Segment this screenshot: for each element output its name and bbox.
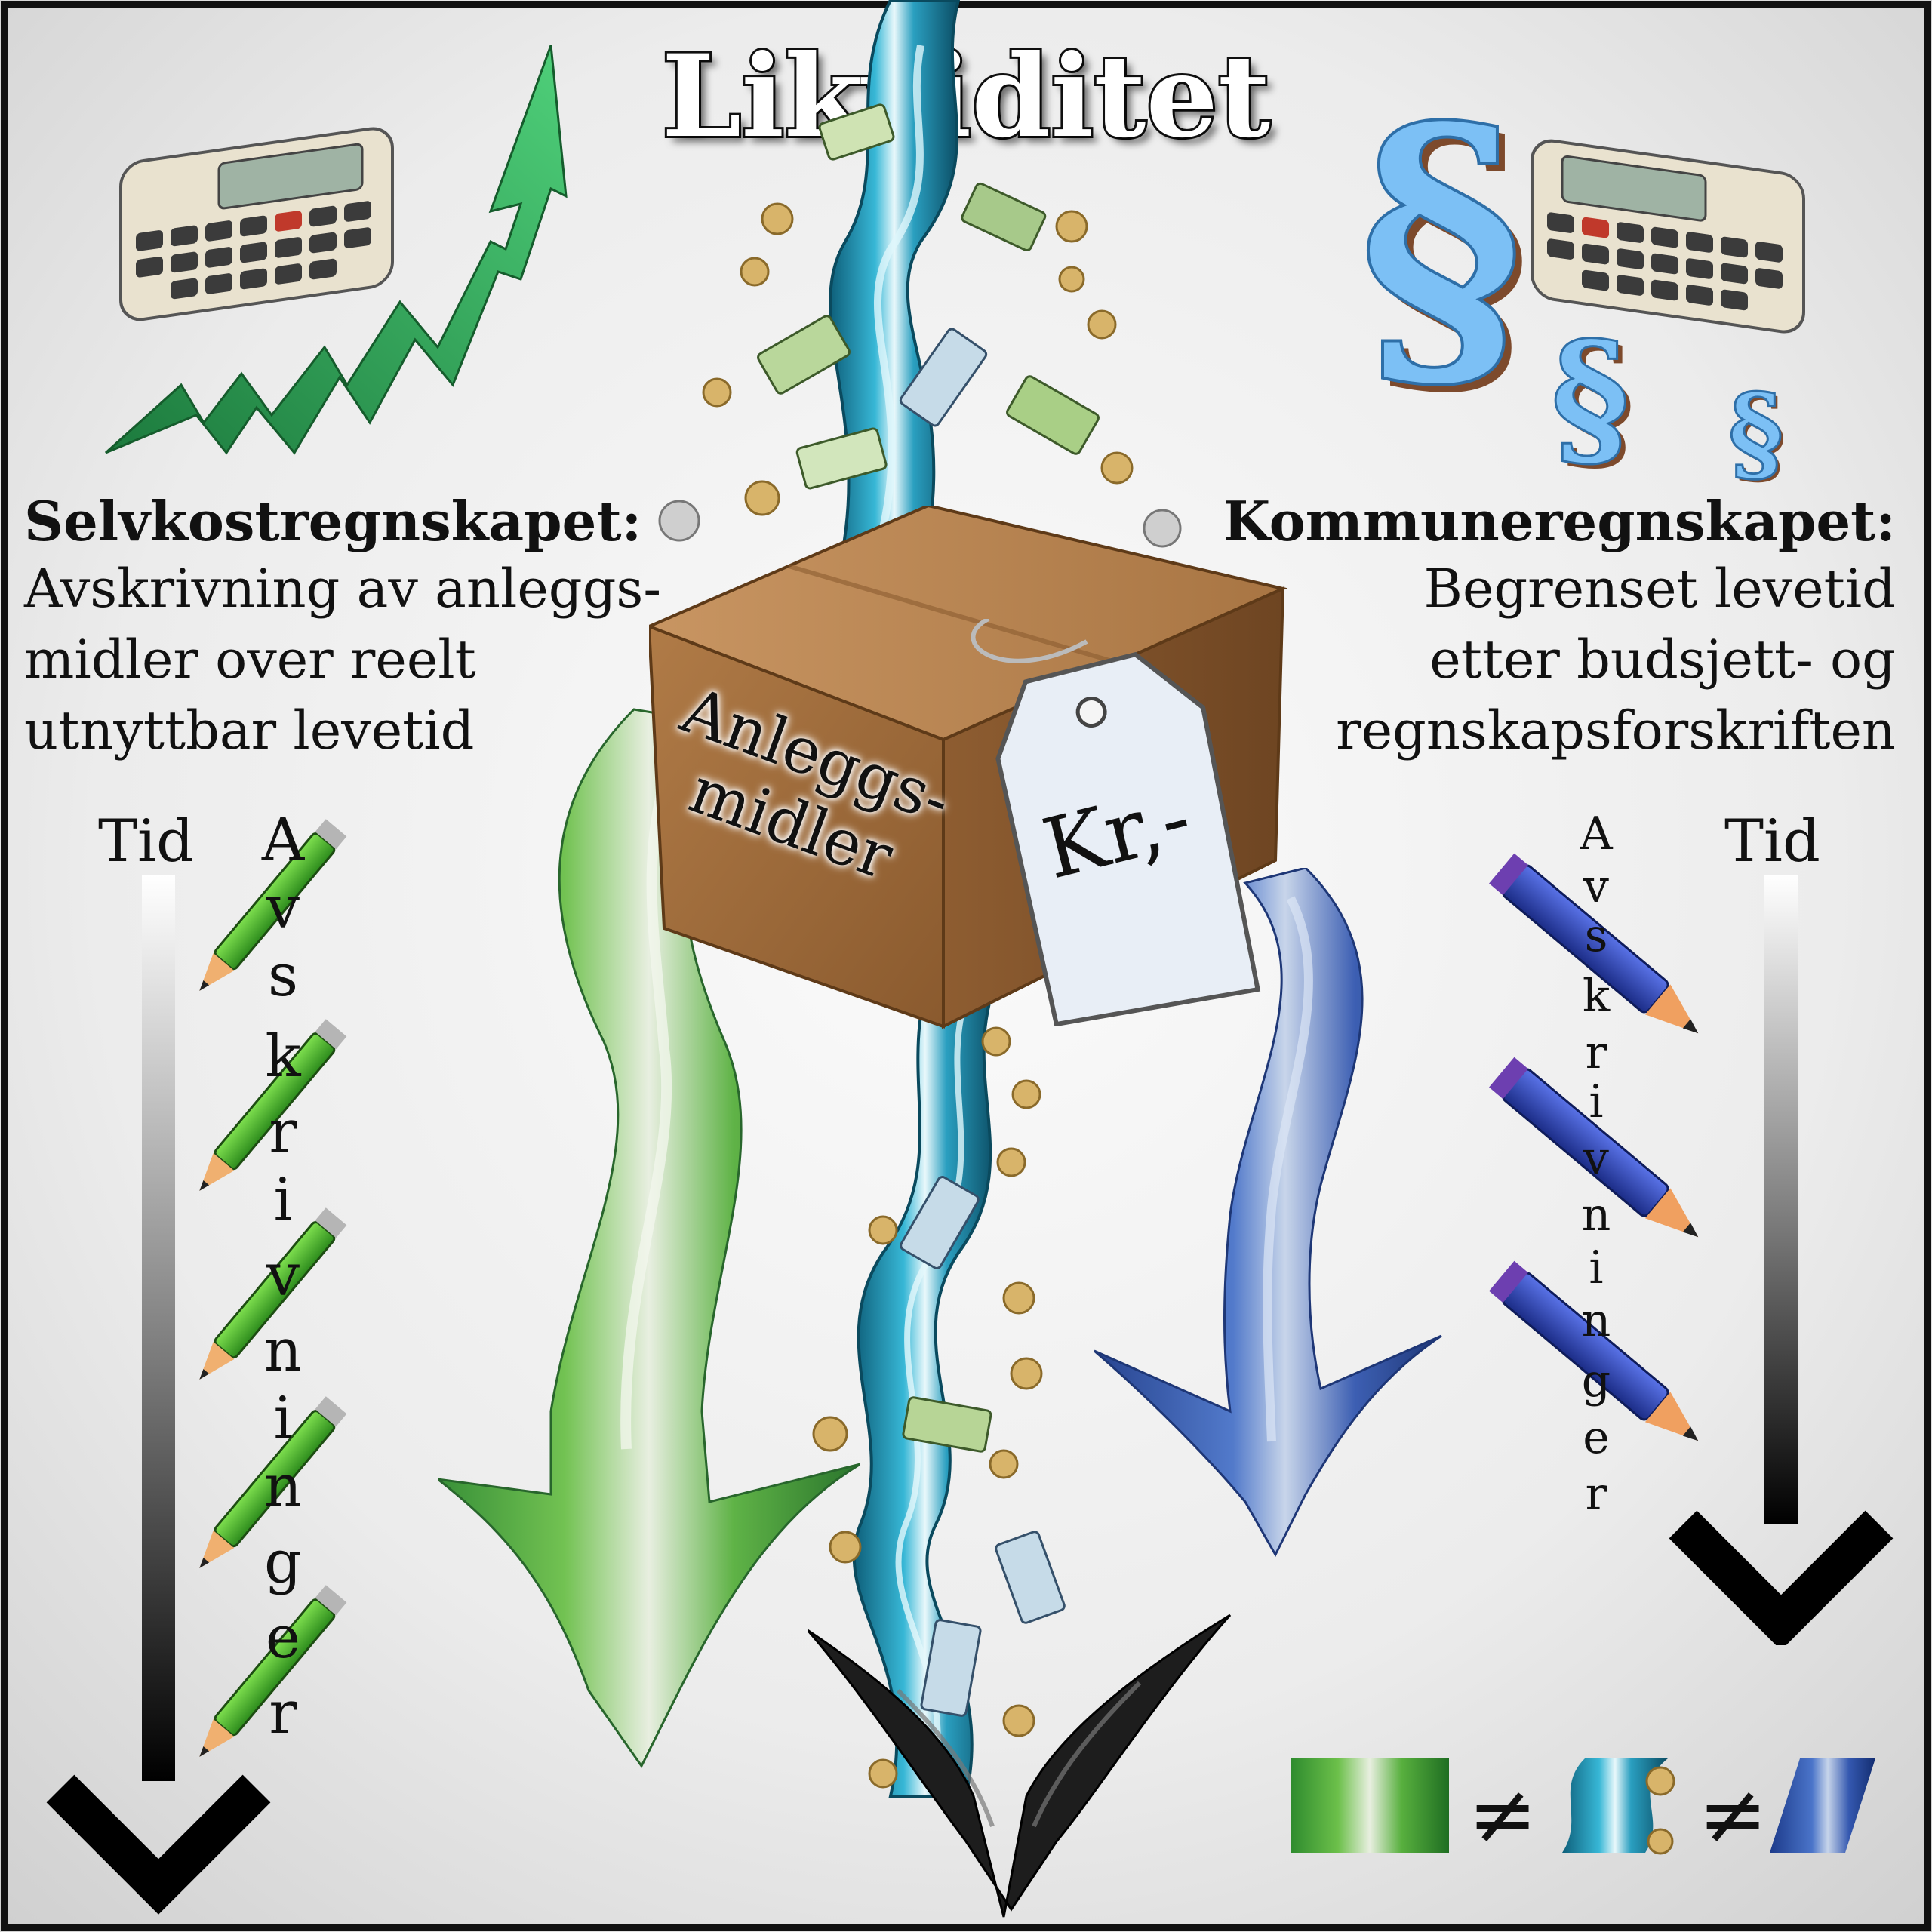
left-vertical-letter: n <box>263 1453 303 1521</box>
right-vertical-letter: k <box>1582 970 1611 1023</box>
right-vertical-letter: v <box>1583 1132 1609 1185</box>
paragraph-sign-icon: § § § § § § <box>1358 83 1786 491</box>
right-time-arrow-icon <box>1669 875 1894 1645</box>
svg-text:§: § <box>1366 83 1532 438</box>
pencil-icon <box>1489 853 1699 1034</box>
right-panel-line: regnskapsforskriften <box>1336 700 1896 761</box>
right-panel-line: Begrenset levetid <box>1423 558 1897 620</box>
svg-text:§: § <box>1731 374 1786 491</box>
right-vertical-letter: A <box>1580 808 1613 860</box>
left-vertical-letter: A <box>261 806 305 874</box>
left-time-label: Tid <box>98 808 194 875</box>
left-vertical-letter: n <box>263 1317 303 1385</box>
left-panel-text: Selvkostregnskapet: Avskrivning av anleg… <box>24 489 703 766</box>
money-stream-upper <box>658 0 1182 574</box>
blue-flow-arrow-icon <box>1094 868 1442 1558</box>
left-vertical-letter: i <box>273 1385 293 1453</box>
left-vertical-letter: g <box>264 1528 302 1596</box>
banknote-icon <box>900 1176 1066 1717</box>
left-panel-line: utnyttbar levetid <box>24 700 475 761</box>
calculator-icon <box>119 127 394 321</box>
coin-icon <box>658 202 1182 548</box>
right-panel-line: etter budsjett- og <box>1429 629 1896 691</box>
left-vertical-letter: i <box>273 1166 293 1234</box>
pencil-icon <box>199 1208 347 1380</box>
black-down-arrow-icon <box>808 1614 1232 1918</box>
right-vertical-letter: i <box>1589 1241 1604 1294</box>
legend-green-swatch <box>1291 1758 1449 1853</box>
legend-blue-swatch <box>1770 1758 1875 1853</box>
left-vertical-letter: v <box>266 1241 300 1309</box>
money-stream-lower <box>812 981 1066 1798</box>
right-vertical-letter: e <box>1583 1411 1610 1464</box>
pencil-icon <box>199 1585 347 1757</box>
right-vertical-letter: r <box>1585 1026 1607 1079</box>
price-tag-icon <box>971 619 1261 1026</box>
green-flow-arrow-icon <box>438 708 860 1768</box>
right-panel-heading: Kommuneregnskapet: <box>1223 489 1896 553</box>
calculator-icon <box>1531 139 1805 334</box>
coin-icon <box>812 1026 1043 1789</box>
left-vertical-letter: e <box>265 1604 301 1672</box>
pencil-icon <box>1489 1260 1699 1441</box>
svg-text:§: § <box>1728 371 1783 491</box>
left-panel-line: midler over reelt <box>24 629 476 691</box>
left-vertical-letter: r <box>269 1679 297 1747</box>
left-vertical-letter: v <box>266 874 300 942</box>
legend-water-swatch <box>1562 1758 1675 1855</box>
right-vertical-letter: r <box>1585 1468 1607 1521</box>
left-time-arrow-icon <box>46 875 271 1915</box>
pencil-icon <box>1489 1057 1699 1238</box>
page-title: Likviditet <box>660 28 1272 165</box>
right-time-label: Tid <box>1724 808 1820 875</box>
banknote-icon <box>757 103 1100 490</box>
legend-not-equal-symbol: ≠ <box>1698 1766 1768 1863</box>
left-panel-heading: Selvkostregnskapet: <box>24 489 642 553</box>
asset-box-icon <box>649 506 1288 1029</box>
right-pencils <box>1489 853 1699 1441</box>
right-vertical-letter: n <box>1581 1189 1611 1241</box>
trend-up-arrow-icon <box>104 45 568 455</box>
right-vertical-letter: n <box>1581 1294 1611 1347</box>
svg-text:§: § <box>1556 313 1635 491</box>
pencil-icon <box>199 819 347 991</box>
svg-text:§: § <box>1358 83 1524 430</box>
legend-not-equal-symbol: ≠ <box>1468 1766 1538 1863</box>
right-vertical-letter: g <box>1581 1355 1611 1407</box>
right-vertical-letter: s <box>1584 909 1608 962</box>
pencil-icon <box>199 1019 347 1191</box>
pencil-icon <box>199 1396 347 1568</box>
left-vertical-letter: r <box>269 1098 297 1166</box>
left-vertical-letter: s <box>267 942 299 1010</box>
svg-text:§: § <box>1551 309 1630 486</box>
left-pencils <box>199 819 347 1757</box>
left-vertical-letter: k <box>265 1023 301 1091</box>
left-panel-line: Avskrivning av anleggs- <box>24 558 661 620</box>
right-panel-text: Kommuneregnskapet: Begrenset levetid ett… <box>1057 489 1896 766</box>
right-vertical-letter: v <box>1583 860 1609 913</box>
right-vertical-letter: i <box>1589 1075 1604 1128</box>
